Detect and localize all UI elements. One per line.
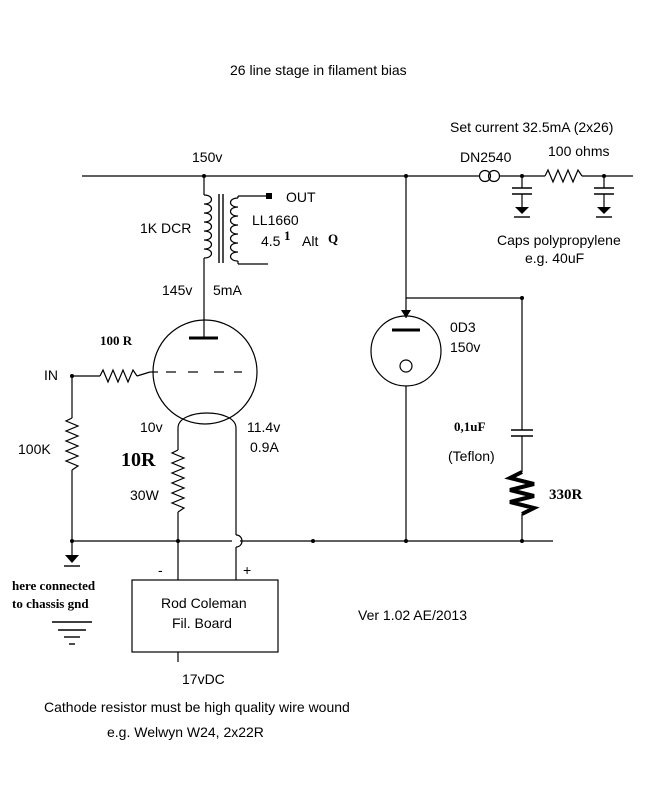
- plate-voltage-label: 145v: [162, 282, 192, 298]
- caps-type-label: Caps polypropylene: [497, 232, 621, 248]
- filament-pos-voltage-label: 11.4v: [247, 419, 280, 435]
- output-label: OUT: [286, 189, 316, 205]
- transformer-alt-sup: Q: [328, 231, 338, 246]
- version-label: Ver 1.02 AE/2013: [358, 607, 467, 623]
- supply-voltage-label: 17vDC: [182, 671, 225, 687]
- transformer-dcr-label: 1K DCR: [140, 220, 191, 236]
- filament-current-label: 0.9A: [250, 439, 279, 455]
- bypass-cap-label: 0,1uF: [454, 419, 485, 434]
- filter-chain: [500, 168, 633, 184]
- transformer-part-label: LL1660: [252, 212, 299, 228]
- filter-capacitor-2: [594, 176, 614, 218]
- filament-neg-voltage-label: 10v: [140, 419, 163, 435]
- transformer-alt-label: Alt: [302, 233, 318, 249]
- filament-positive-lead: [235, 435, 243, 580]
- input-label: IN: [44, 367, 58, 383]
- board-name-label: Rod Coleman: [161, 595, 247, 611]
- board-plus-label: +: [243, 562, 251, 578]
- grid-leak-resistor: [64, 376, 80, 543]
- set-current-label: Set current 32.5mA (2x26): [450, 119, 613, 135]
- output-transformer: [203, 176, 272, 268]
- filter-resistor-label: 100 ohms: [548, 143, 609, 159]
- bypass-capacitor: [511, 298, 533, 472]
- diagram-title: 26 line stage in filament bias: [230, 62, 407, 78]
- regulator-tube-label: 0D3: [450, 319, 476, 335]
- bypass-cap-type-label: (Teflon): [448, 448, 495, 464]
- snubber-resistor-label: 330R: [549, 487, 583, 503]
- grid-resistor-label: 100 R: [100, 333, 133, 348]
- chassis-ground-symbol: [52, 621, 92, 645]
- plate-current-label: 5mA: [213, 282, 242, 298]
- grid-stopper-resistor: [70, 368, 151, 384]
- ground-rail: [72, 539, 553, 543]
- signal-ground-symbol: [64, 541, 80, 567]
- grid-leak-label: 100K: [18, 441, 51, 457]
- bias-resistor-power-label: 30W: [130, 487, 160, 503]
- ccs-part-label: DN2540: [460, 149, 512, 165]
- transformer-ratio-label: 4.5: [261, 233, 281, 249]
- regulator-tube: [370, 176, 524, 541]
- board-minus-label: -: [158, 562, 163, 578]
- transformer-ratio-sup: 1: [284, 228, 291, 243]
- bias-resistor-label: 10R: [121, 449, 156, 471]
- regulator-voltage-label: 150v: [450, 339, 480, 355]
- ground-note-line-2: to chassis gnd: [12, 596, 89, 611]
- board-type-label: Fil. Board: [172, 615, 232, 631]
- snubber-resistor: [504, 470, 540, 541]
- caps-example-label: e.g. 40uF: [525, 250, 584, 266]
- b-plus-rail: [82, 174, 480, 178]
- filter-capacitor-1: [512, 176, 532, 218]
- cathode-bias-resistor: [170, 449, 186, 543]
- cathode-note-line-1: Cathode resistor must be high quality wi…: [44, 699, 350, 715]
- b-plus-voltage-label: 150v: [192, 149, 222, 165]
- filament-board-box: [131, 579, 279, 653]
- current-source-symbol: [478, 169, 501, 183]
- triode-tube: [150, 319, 258, 435]
- ground-note-line-1: here connected: [12, 578, 96, 593]
- cathode-note-line-2: e.g. Welwyn W24, 2x22R: [107, 724, 264, 740]
